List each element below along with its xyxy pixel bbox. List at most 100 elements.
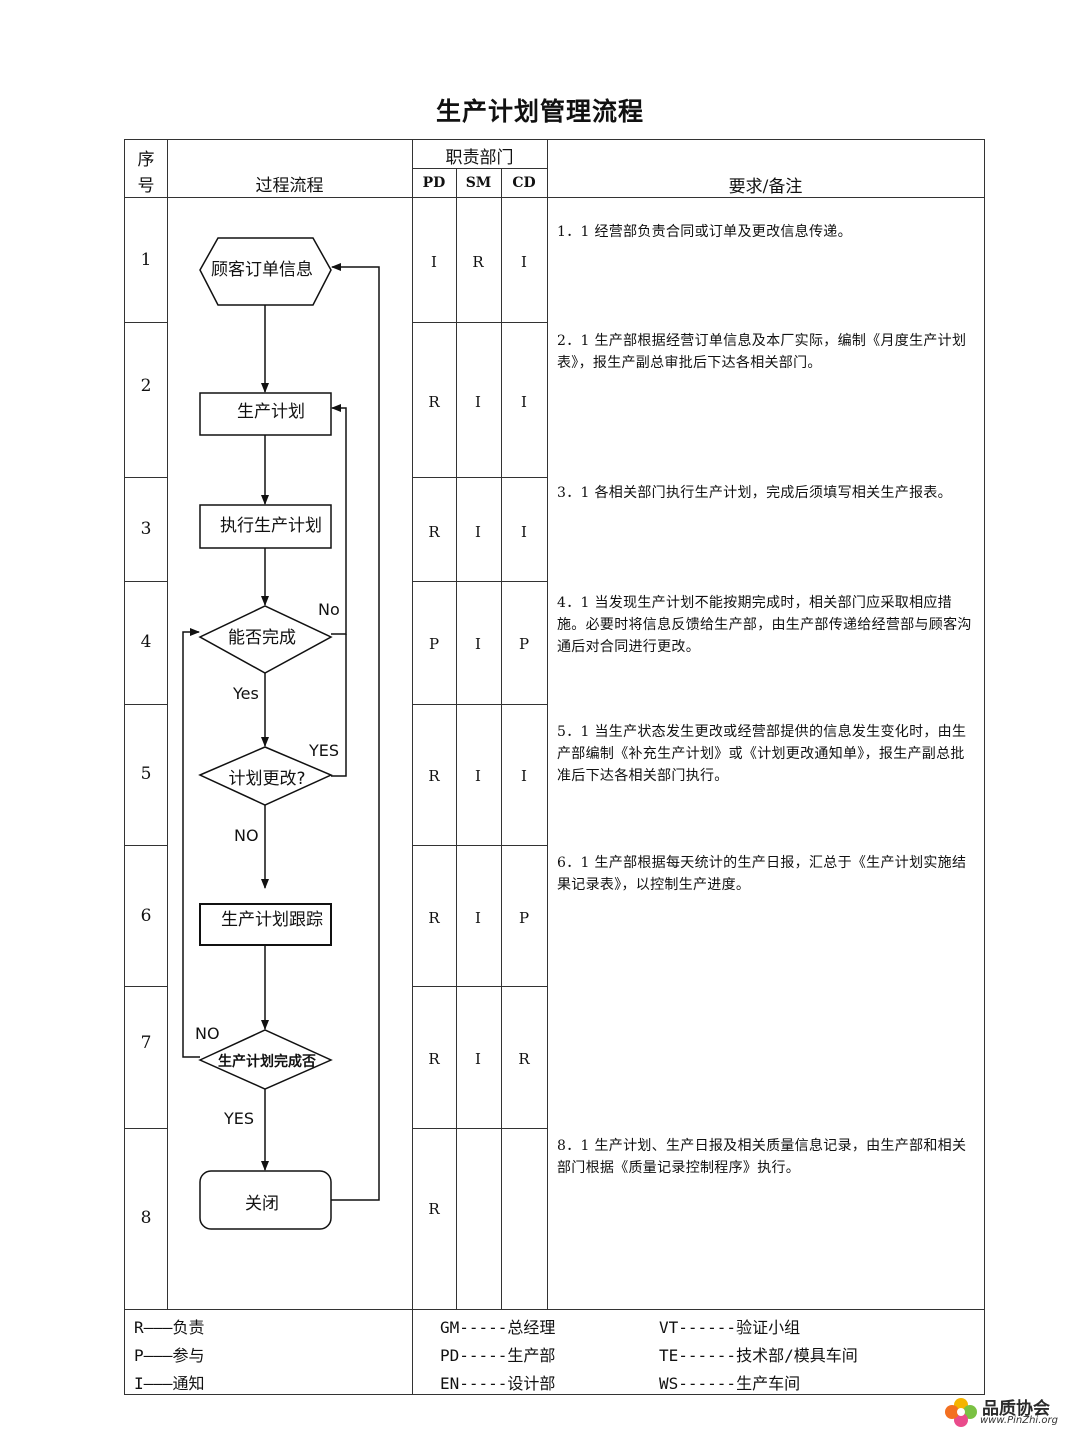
code-pd: I — [431, 253, 437, 271]
flow-plan-change-label: 计划更改? — [228, 769, 305, 789]
row-number: 3 — [140, 519, 152, 539]
legend-top-line — [124, 1309, 985, 1310]
code-sm: I — [475, 393, 481, 411]
table-border-top — [124, 139, 985, 140]
plan-done-node — [198, 1029, 333, 1090]
row-sep — [124, 322, 167, 323]
watermark-url: www.PinZhi.org — [980, 1415, 1058, 1426]
code-cd: I — [521, 767, 527, 785]
flow-customer-order-label: 顾客订单信息 — [211, 260, 313, 280]
header-sub-line — [412, 168, 547, 169]
note-8: 8．1 生产计划、生产日报及相关质量信息记录，由生产部和相关部门根据《质量记录控… — [557, 1138, 967, 1176]
watermark: 品质协会 www.PinZhi.org — [942, 1394, 1072, 1430]
flow-execute-plan-label: 执行生产计划 — [220, 516, 322, 536]
flow-close-label: 关闭 — [245, 1194, 279, 1214]
loop-close-to-order — [331, 263, 380, 1201]
loop-yes-to-plan — [331, 634, 347, 777]
flow-plan-done-label: 生产计划完成否 — [218, 1053, 316, 1070]
code-cd: P — [518, 635, 530, 653]
flow-label-no-1: No — [318, 600, 340, 619]
row-number: 1 — [140, 250, 152, 270]
note-4: 4．1 当发现生产计划不能按期完成时，相关部门应采取相应措施。必要时将信息反馈给… — [557, 595, 972, 655]
row-number: 8 — [140, 1208, 152, 1228]
header-seq-2: 号 — [137, 176, 155, 196]
note-1: 1．1 经营部负责合同或订单及更改信息传递。 — [557, 224, 852, 240]
row-sep — [412, 477, 547, 478]
flow-can-complete-label: 能否完成 — [228, 628, 296, 648]
col-sep-sm — [501, 168, 502, 1309]
code-pd: P — [428, 635, 440, 653]
row-sep — [412, 845, 547, 846]
row-number: 5 — [140, 764, 152, 784]
code-sm: I — [475, 635, 481, 653]
code-sm: I — [475, 1050, 481, 1068]
flow-label-no-3: NO — [195, 1024, 220, 1043]
row-number: 4 — [140, 632, 152, 652]
row-sep — [412, 986, 547, 987]
code-cd: R — [518, 1050, 530, 1068]
row-sep — [124, 986, 167, 987]
legend-i: I———通知 — [134, 1374, 205, 1393]
flow-label-no-2: NO — [234, 826, 259, 845]
code-pd: R — [428, 1200, 440, 1218]
note-5: 5．1 当生产状态发生更改或经营部提供的信息发生变化时，由生产部编制《补充生产计… — [557, 724, 967, 784]
row-number: 7 — [140, 1033, 152, 1053]
flow-plan-tracking-label: 生产计划跟踪 — [221, 910, 323, 930]
row-sep — [124, 1128, 167, 1129]
code-pd: R — [428, 523, 440, 541]
code-cd: I — [521, 393, 527, 411]
legend-te: TE------技术部/模具车间 — [659, 1346, 858, 1365]
col-sep-cd — [547, 139, 548, 1309]
note-2: 2．1 生产部根据经营订单信息及本厂实际，编制《月度生产计划表》，报生产副总审批… — [557, 333, 967, 371]
legend-ws: WS------生产车间 — [659, 1374, 801, 1393]
code-pd: R — [428, 1050, 440, 1068]
legend-en: EN-----设计部 — [440, 1374, 556, 1393]
legend-pd: PD-----生产部 — [440, 1346, 556, 1365]
row-number: 6 — [140, 906, 152, 926]
col-sep-seq — [167, 139, 168, 1309]
can-complete-node — [198, 605, 333, 674]
code-cd: I — [521, 253, 527, 271]
header-sm: SM — [465, 175, 492, 191]
row-sep — [412, 322, 547, 323]
row-sep — [412, 704, 547, 705]
code-sm: I — [475, 909, 481, 927]
watermark-name: 品质协会 — [982, 1399, 1050, 1419]
col-sep-process — [412, 139, 413, 1394]
col-sep-pd — [456, 168, 457, 1309]
header-process: 过程流程 — [255, 176, 324, 196]
row-number: 2 — [140, 376, 152, 396]
header-bottom-line — [124, 197, 985, 198]
code-sm: I — [475, 523, 481, 541]
table-border-left — [124, 139, 125, 1394]
header-cd: CD — [512, 175, 536, 191]
plan-change-node — [198, 746, 333, 806]
code-pd: R — [428, 393, 440, 411]
page-title: 生产计划管理流程 — [435, 97, 644, 126]
legend-p: P———参与 — [134, 1346, 205, 1365]
header-dept: 职责部门 — [445, 148, 514, 168]
production-plan-node — [199, 392, 332, 436]
legend-r: R———负责 — [134, 1318, 205, 1337]
code-sm: R — [472, 253, 484, 271]
header-pd: PD — [422, 175, 446, 191]
code-pd: R — [428, 909, 440, 927]
row-sep — [124, 477, 167, 478]
execute-plan-node — [199, 504, 332, 549]
code-pd: R — [428, 767, 440, 785]
legend-gm: GM-----总经理 — [440, 1318, 556, 1337]
flow-production-plan-label: 生产计划 — [237, 402, 305, 422]
table-border-bottom — [124, 1394, 985, 1395]
row-sep — [124, 581, 167, 582]
note-3: 3．1 各相关部门执行生产计划，完成后须填写相关生产报表。 — [557, 485, 952, 501]
code-sm: I — [475, 767, 481, 785]
flow-label-yes-1: Yes — [232, 684, 259, 703]
row-sep — [412, 1128, 547, 1129]
legend-vt: VT------验证小组 — [659, 1318, 801, 1337]
flower-logo-icon — [945, 1398, 977, 1427]
row-sep — [412, 581, 547, 582]
note-6: 6．1 生产部根据每天统计的生产日报，汇总于《生产计划实施结果记录表》，以控制生… — [557, 855, 967, 893]
table-border-right — [984, 139, 985, 1394]
flow-label-yes-2: YES — [308, 741, 339, 760]
